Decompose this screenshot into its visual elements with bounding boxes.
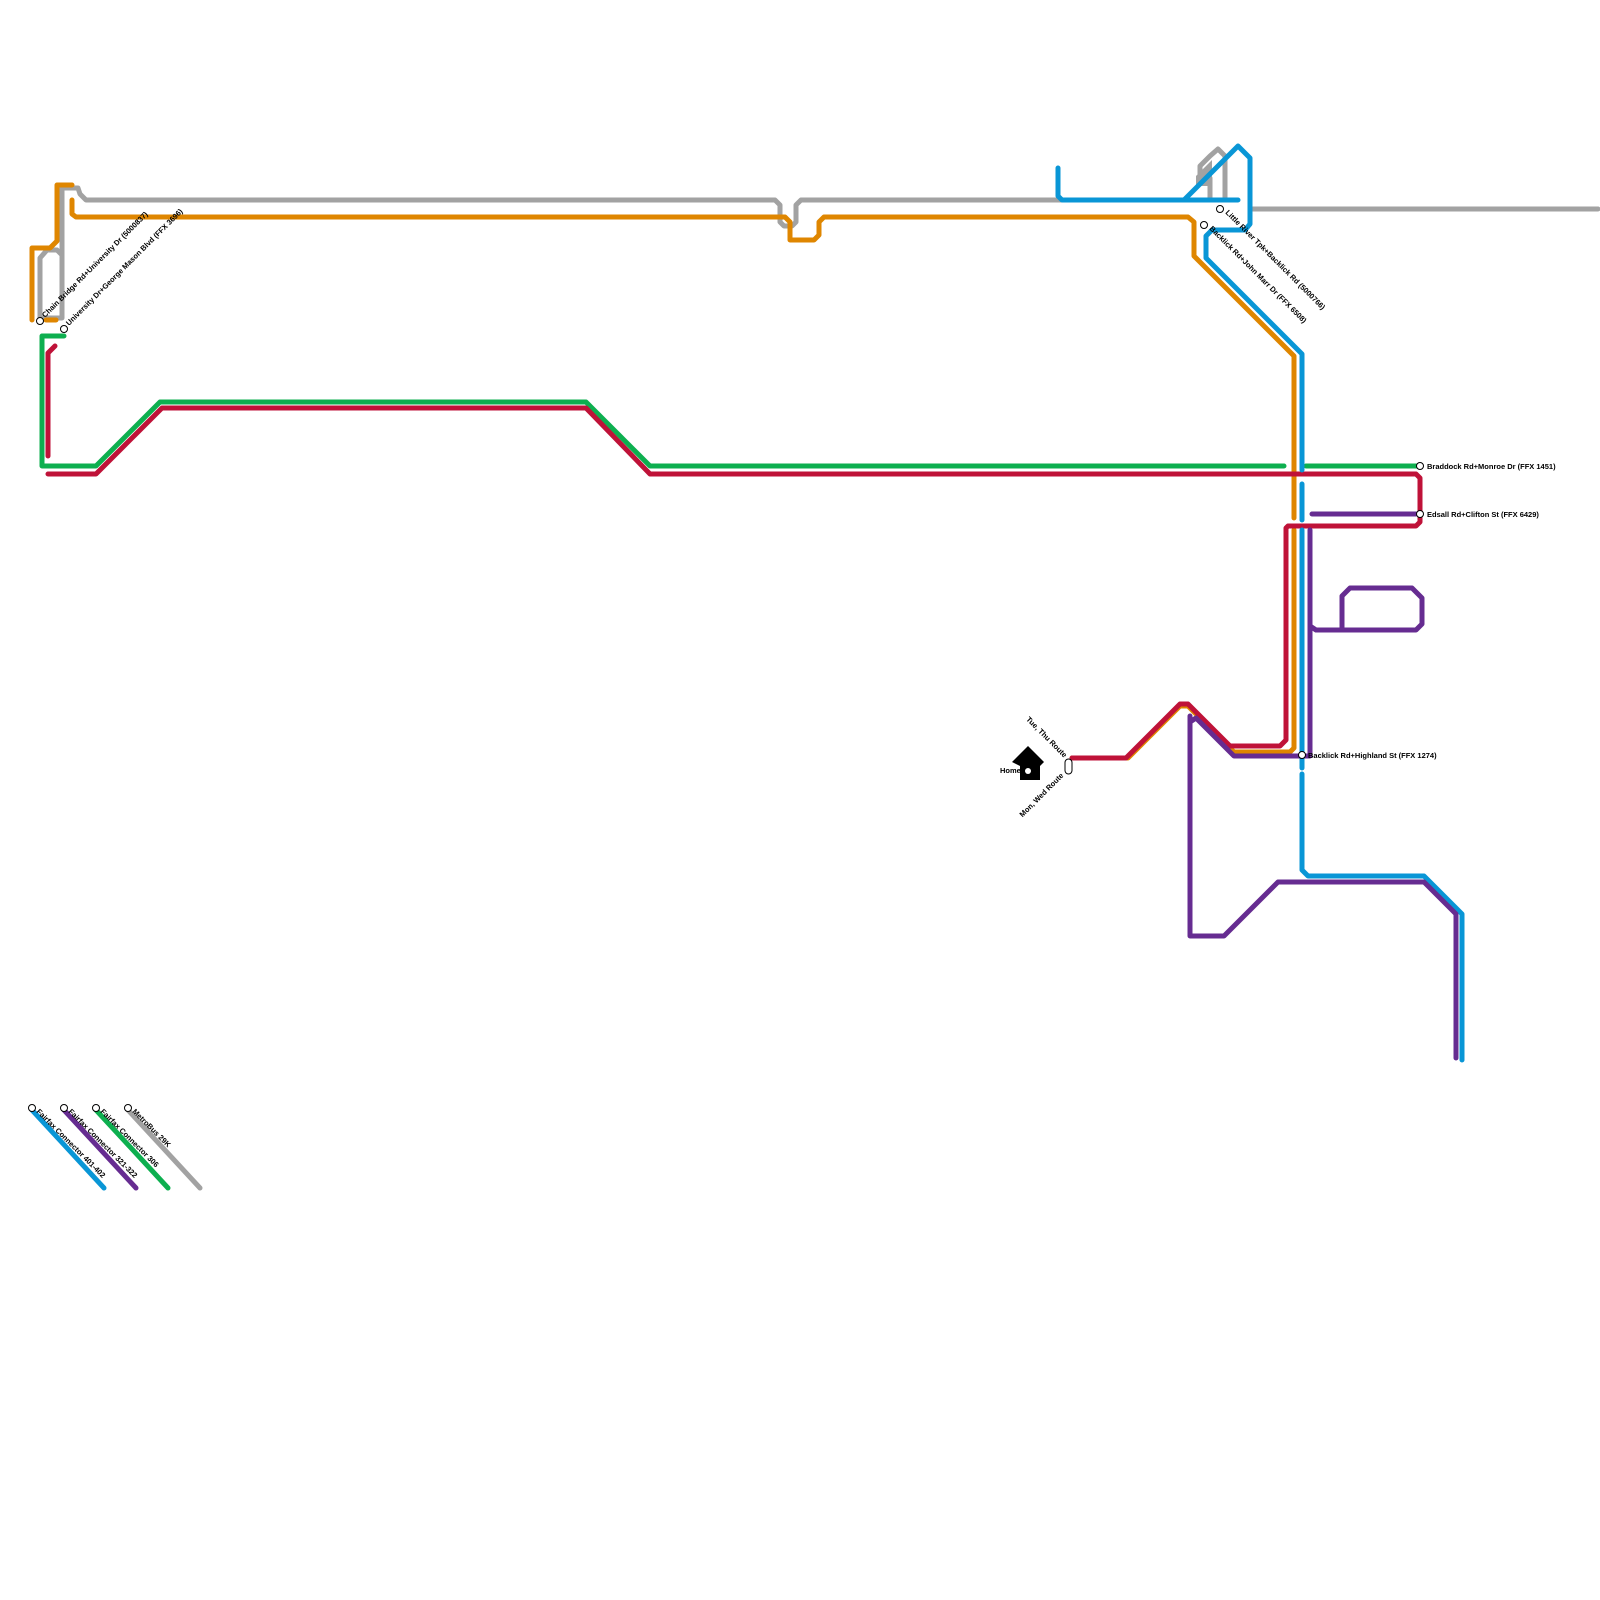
- station-marker[interactable]: [1200, 221, 1208, 229]
- station-chain-bridge[interactable]: Chain Bridge Rd+University Dr (5000837): [36, 209, 151, 325]
- legend-dot-fc306: [92, 1104, 100, 1112]
- station-marker[interactable]: [1416, 462, 1424, 470]
- station-marker[interactable]: [60, 325, 68, 333]
- station-label: Edsall Rd+Clifton St (FFX 6429): [1427, 510, 1539, 519]
- legend-line-fc401: [29, 1107, 107, 1191]
- route-line-tue-thu: [45, 343, 1423, 761]
- route-fairfax-connector-306: [39, 333, 1423, 469]
- route-fairfax-connector-321-322: [1187, 511, 1459, 1061]
- home-label: Home: [1000, 766, 1021, 775]
- route-line-fc401: [1055, 143, 1465, 1063]
- route-line-fc321: [1187, 511, 1459, 1061]
- station-label: University Dr+George Mason Blvd (FFX 369…: [64, 206, 185, 327]
- legend-dot-fc321: [60, 1104, 68, 1112]
- station-label: Backlick Rd+Highland St (FFX 1274): [1308, 751, 1437, 760]
- route-terminal-interchange[interactable]: [1064, 758, 1073, 775]
- station-label: Braddock Rd+Monroe Dr (FFX 1451): [1427, 462, 1556, 471]
- legend-line-fc321: [61, 1107, 139, 1191]
- route-fairfax-connector-401-402: [1055, 143, 1465, 1063]
- route-tue-thu: [45, 343, 1423, 761]
- station-marker[interactable]: [1298, 751, 1306, 759]
- legend: Fairfax Connector 401-402 Fairfax Connec…: [28, 1104, 203, 1191]
- station-marker[interactable]: [1416, 510, 1424, 518]
- station-marker[interactable]: [36, 317, 44, 325]
- station-braddock-monroe[interactable]: Braddock Rd+Monroe Dr (FFX 1451): [1416, 462, 1557, 471]
- station-marker[interactable]: [1216, 205, 1224, 213]
- stations: Chain Bridge Rd+University Dr (5000837) …: [36, 205, 1557, 760]
- station-backlick-highland[interactable]: Backlick Rd+Highland St (FFX 1274): [1298, 751, 1438, 760]
- station-edsall-clifton[interactable]: Edsall Rd+Clifton St (FFX 6429): [1416, 510, 1540, 519]
- home-terminal[interactable]: Home Tue, Thu Route Mon, Wed Route: [1000, 715, 1073, 819]
- legend-dot-mb29k: [124, 1104, 132, 1112]
- legend-line-mb29k: [125, 1107, 203, 1191]
- route-metrobus-29k: [37, 146, 1600, 321]
- legend-dot-fc401: [28, 1104, 36, 1112]
- route-line-metrobus-29k: [37, 146, 1228, 321]
- home-icon: [1012, 746, 1044, 780]
- legend-line-fc306: [93, 1107, 171, 1191]
- home-marker: [1025, 768, 1031, 774]
- station-university-george-mason[interactable]: University Dr+George Mason Blvd (FFX 369…: [60, 206, 185, 333]
- route-line-fc306: [39, 333, 1423, 469]
